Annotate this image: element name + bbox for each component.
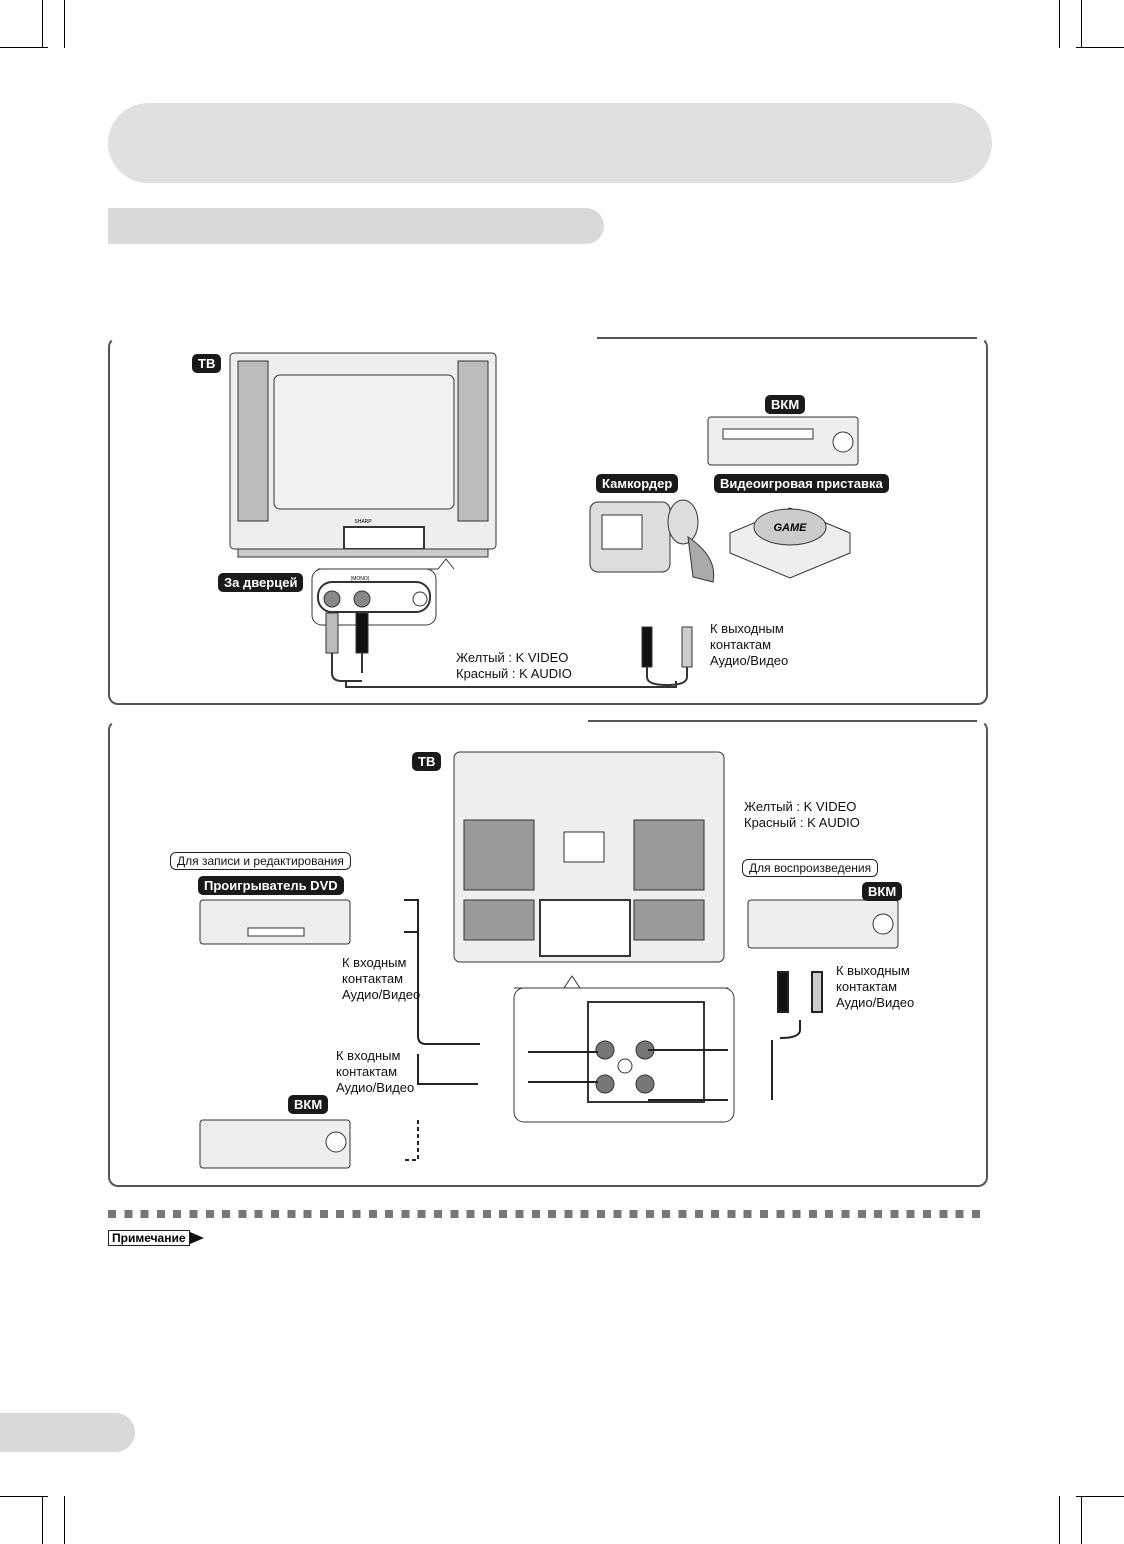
camcorder-label: Камкордер	[596, 474, 679, 493]
vcr-left-label: ВКМ	[288, 1095, 329, 1114]
camcorder-drawing	[589, 499, 715, 583]
game-console-label: Видеоигровая приставка	[714, 474, 889, 493]
vcr-drawing	[707, 416, 859, 466]
dvd-label: Проигрыватель DVD	[198, 876, 344, 895]
crop-mark	[64, 0, 65, 48]
game-logo: GAME	[774, 522, 808, 534]
crop-mark	[0, 47, 48, 48]
page-number-tab	[0, 1413, 135, 1452]
vcr-input-text: К входным контактам Аудио/Видео	[336, 1048, 415, 1095]
front-connection-diagram: SHARP (MONO)	[229, 352, 859, 688]
tv-rear-label: ТВ	[412, 752, 442, 771]
front-connection-panel	[108, 337, 988, 705]
crop-mark	[1076, 47, 1124, 48]
rear-connection-panel	[108, 720, 988, 1187]
crop-mark	[42, 1496, 43, 1544]
note-heading: Примечание	[108, 1230, 204, 1246]
panel-top-line	[588, 720, 977, 722]
tv-brand: SHARP	[354, 519, 372, 525]
behind-door-label: За дверцей	[218, 573, 304, 592]
crop-mark	[42, 0, 43, 48]
game-console-drawing	[729, 507, 851, 579]
crop-mark	[1076, 1496, 1124, 1497]
dotted-separator	[108, 1210, 988, 1218]
dvd-input-text: К входным контактам Аудио/Видео	[342, 955, 421, 1002]
rear-connection-diagram	[199, 751, 899, 1169]
crop-mark	[1059, 0, 1060, 48]
crop-mark	[64, 1496, 65, 1544]
vcr-label: ВКМ	[765, 395, 806, 414]
vcr-output-text: К выходным контактам Аудио/Видео	[836, 963, 915, 1010]
cable-color-text: Желтый : K VIDEO Красный : K AUDIO	[744, 799, 860, 830]
output-text: К выходным контактам Аудио/Видео	[710, 621, 789, 668]
tv-label: ТВ	[192, 354, 222, 373]
crop-mark	[1059, 1496, 1060, 1544]
record-label: Для записи и редактирования	[170, 852, 351, 870]
vcr-left-drawing	[199, 1119, 351, 1169]
playback-label: Для воспроизведения	[742, 859, 879, 877]
panel-top-line	[597, 337, 977, 339]
jack-panel	[311, 558, 693, 688]
tv-rear-drawing	[453, 751, 725, 963]
dvd-drawing	[199, 899, 351, 945]
vcr-right-label: ВКМ	[862, 882, 903, 901]
vcr-right-drawing	[747, 899, 899, 949]
cable-color-text: Желтый : K VIDEO Красный : K AUDIO	[456, 650, 572, 681]
crop-mark	[0, 1496, 48, 1497]
section-band	[108, 208, 604, 244]
crop-mark	[1081, 1496, 1082, 1544]
note-label: Примечание	[108, 1230, 190, 1246]
title-band	[108, 103, 992, 183]
crop-mark	[1081, 0, 1082, 48]
mono-label: (MONO)	[351, 576, 370, 582]
cables	[404, 899, 823, 1161]
tv-front-drawing	[229, 352, 497, 558]
jack-closeup	[513, 975, 735, 1123]
arrow-icon	[189, 1232, 204, 1244]
